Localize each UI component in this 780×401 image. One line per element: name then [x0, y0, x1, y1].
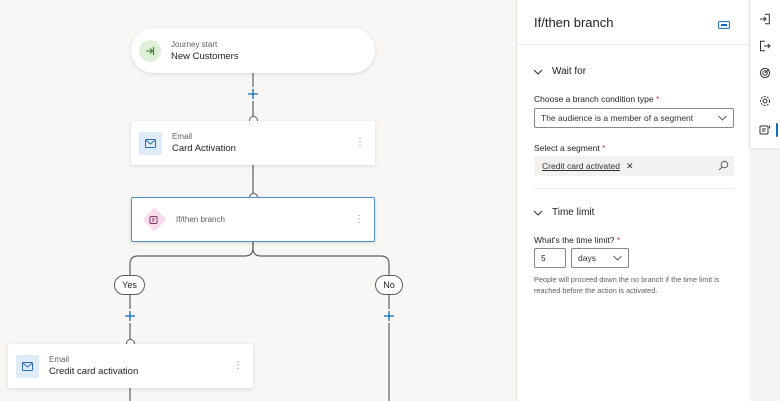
panel-expand-icon[interactable]: [718, 17, 730, 35]
chevron-down-icon: [533, 69, 543, 75]
chevron-down-icon: [718, 115, 727, 121]
sign-out-icon: [760, 40, 771, 52]
wait-for-section-toggle[interactable]: Wait for: [533, 66, 586, 77]
rail-entry-button[interactable]: [750, 5, 780, 33]
node-name: Card Activation: [172, 143, 236, 154]
target-icon: [759, 67, 771, 79]
plus-icon: [384, 311, 394, 321]
more-options-icon[interactable]: ⋮: [354, 213, 364, 225]
time-limit-label-text: What's the time limit?: [534, 235, 615, 245]
plus-icon: [248, 89, 258, 99]
rail-goal-button[interactable]: [750, 59, 780, 87]
rail-exit-button[interactable]: [750, 32, 780, 60]
required-mark: *: [655, 94, 660, 104]
node-kind: Journey start: [171, 39, 218, 49]
wait-for-heading: Wait for: [552, 66, 587, 77]
time-unit-dropdown[interactable]: days: [571, 248, 629, 268]
side-rail: [749, 0, 780, 148]
email-node-card-activation[interactable]: Email Card Activation ⋮: [131, 121, 375, 165]
branch-yes-label[interactable]: Yes: [114, 275, 145, 295]
node-name: Credit card activation: [49, 366, 139, 377]
search-icon[interactable]: [718, 160, 729, 171]
branch-icon: [142, 208, 166, 232]
node-kind: Email: [49, 355, 70, 364]
more-options-icon[interactable]: ⋮: [233, 360, 243, 371]
time-limit-heading: Time limit: [552, 207, 595, 218]
chevron-down-icon: [613, 255, 622, 261]
plus-icon: [125, 311, 135, 321]
segment-label: Select a segment *: [534, 143, 605, 153]
add-step-button-no[interactable]: [382, 309, 396, 323]
condition-type-dropdown[interactable]: The audience is a member of a segment: [534, 108, 734, 128]
node-kind: Email: [172, 132, 193, 141]
time-limit-section-toggle[interactable]: Time limit: [533, 207, 594, 218]
rail-properties-button[interactable]: [750, 116, 780, 144]
condition-type-value: The audience is a member of a segment: [541, 113, 694, 123]
chevron-down-icon: [533, 210, 543, 216]
enter-icon: [139, 39, 161, 62]
journey-start-node[interactable]: Journey start New Customers: [131, 28, 375, 73]
segment-label-text: Select a segment: [534, 143, 600, 153]
gear-icon: [760, 96, 770, 106]
time-limit-label: What's the time limit? *: [534, 235, 620, 245]
panel-header-divider: [517, 44, 750, 45]
segment-tag-link[interactable]: Credit card activated: [542, 161, 620, 171]
add-step-button[interactable]: [246, 87, 260, 101]
sign-in-icon: [760, 13, 770, 25]
panel-title: If/then branch: [534, 15, 614, 30]
node-name: If/then branch: [176, 215, 225, 224]
properties-panel: If/then branch Wait for Choose a branch …: [516, 0, 750, 401]
section-divider: [534, 188, 734, 189]
more-options-icon[interactable]: ⋮: [355, 137, 365, 148]
remove-segment-icon[interactable]: ✕: [625, 160, 634, 171]
ifthen-branch-node[interactable]: If/then branch ⋮: [131, 197, 375, 242]
required-mark: *: [616, 235, 621, 245]
journey-canvas[interactable]: Journey start New Customers Email Card A…: [0, 0, 516, 401]
condition-type-label: Choose a branch condition type *: [534, 94, 659, 104]
add-step-button-yes[interactable]: [123, 309, 137, 323]
rail-settings-button[interactable]: [750, 87, 780, 115]
time-limit-hint: People will proceed down the no branch i…: [534, 275, 720, 295]
required-mark: *: [602, 143, 606, 153]
time-limit-value-input[interactable]: 5: [534, 248, 566, 268]
email-node-credit-card-activation[interactable]: Email Credit card activation ⋮: [8, 344, 253, 388]
mail-icon: [16, 354, 39, 378]
time-unit-value: days: [578, 253, 596, 263]
segment-picker[interactable]: Credit card activated ✕: [534, 156, 734, 176]
mail-icon: [139, 131, 162, 155]
condition-type-label-text: Choose a branch condition type: [534, 94, 654, 104]
properties-icon: [759, 125, 770, 135]
branch-no-label[interactable]: No: [375, 275, 403, 295]
node-name: New Customers: [171, 50, 239, 62]
